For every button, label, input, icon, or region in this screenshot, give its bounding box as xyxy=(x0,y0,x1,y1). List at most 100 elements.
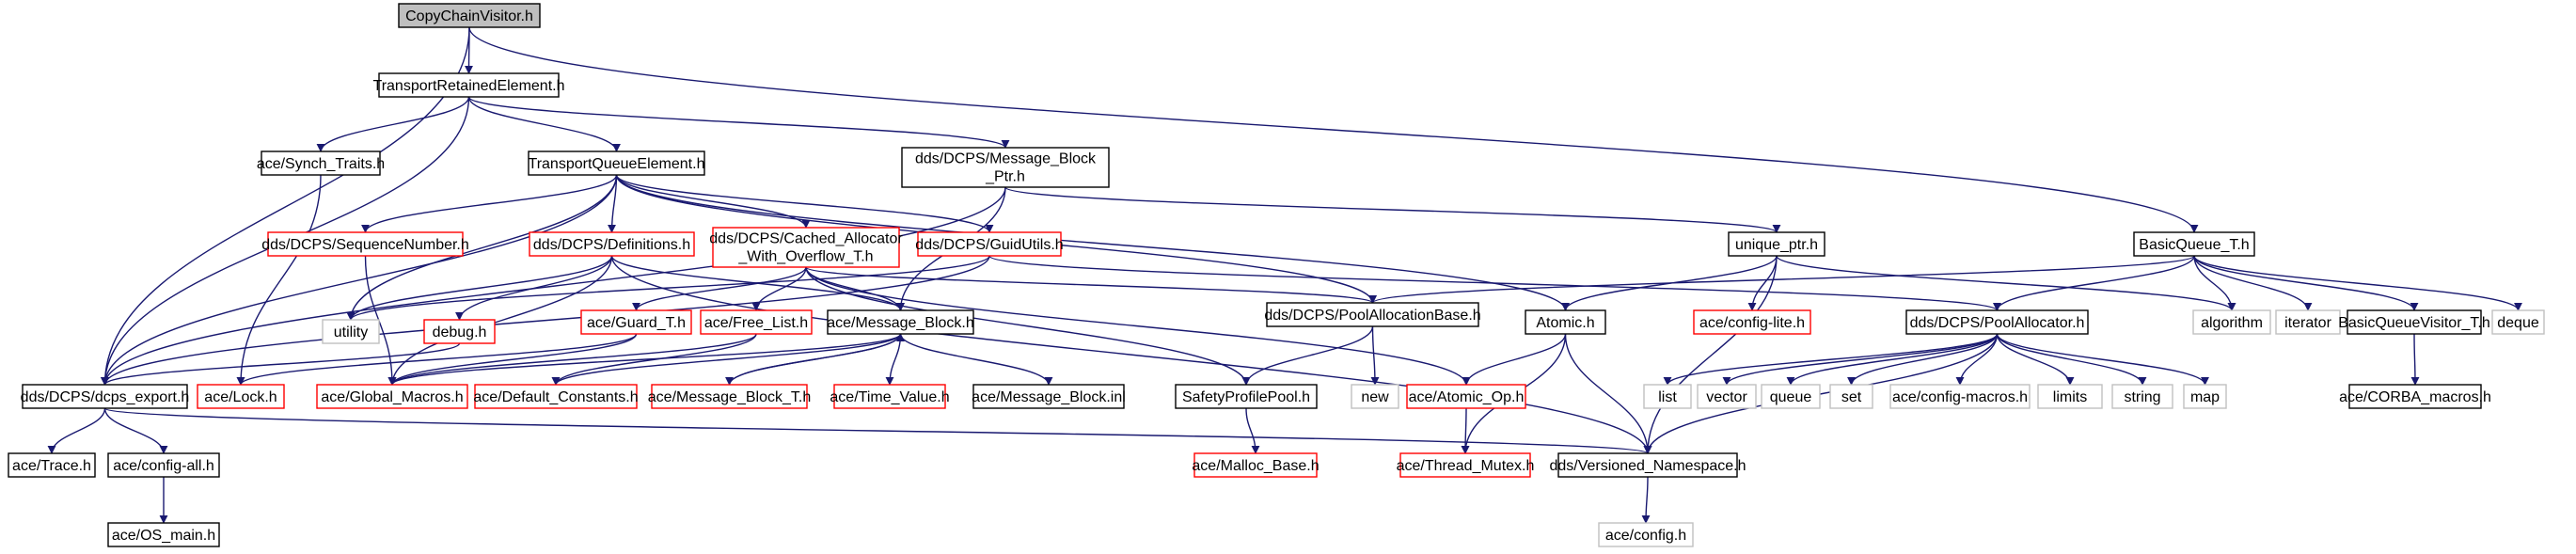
edge-n8-to-n13 xyxy=(632,266,807,311)
node-n17[interactable]: Atomic.h xyxy=(1525,309,1606,335)
node-label: BasicQueue_T.h xyxy=(2139,237,2249,253)
node-label: ace/config-macros.h xyxy=(1892,389,2028,405)
node-label: dds/DCPS/Cached_Allocator xyxy=(709,230,903,246)
node-n4[interactable]: dds/DCPS/Message_Block_Ptr.h xyxy=(901,147,1110,188)
node-n15[interactable]: ace/Message_Block.h xyxy=(827,309,974,335)
edge-n19-to-n40 xyxy=(1996,333,2147,386)
node-box xyxy=(378,72,560,98)
node-n7[interactable]: dds/DCPS/Definitions.h xyxy=(529,231,695,257)
edge-n8-to-n16 xyxy=(805,266,1377,304)
node-label: ace/Thread_Mutex.h xyxy=(1397,458,1535,474)
edge-n8-to-n33 xyxy=(805,266,1471,386)
edge-n17-to-n47 xyxy=(1564,333,1652,454)
node-label: dds/Versioned_Namespace.h xyxy=(1549,458,1746,474)
edge-n5-to-n16 xyxy=(1368,255,2195,304)
node-box xyxy=(972,384,1125,409)
edge-n19-to-n37 xyxy=(1847,333,1999,386)
node-n31[interactable]: SafetyProfilePool.h xyxy=(1175,384,1318,409)
node-box xyxy=(1351,384,1399,409)
node-box xyxy=(1557,452,1738,478)
node-box xyxy=(1399,452,1531,478)
node-box xyxy=(901,147,1110,188)
edge-n15-to-n27 xyxy=(551,333,902,386)
node-n9[interactable]: dds/DCPS/GuidUtils.h xyxy=(915,231,1064,257)
node-n5[interactable]: BasicQueue_T.h xyxy=(2133,231,2255,257)
edge-n15-to-n30 xyxy=(899,333,1053,386)
node-n46[interactable]: ace/Thread_Mutex.h xyxy=(1397,452,1535,478)
node-n12[interactable]: debug.h xyxy=(423,319,496,344)
node-box xyxy=(2111,384,2173,409)
node-n3[interactable]: TransportQueueElement.h xyxy=(528,150,705,176)
node-n49: ace/config.h xyxy=(1598,522,1694,547)
node-n16[interactable]: dds/DCPS/PoolAllocationBase.h xyxy=(1264,302,1481,327)
node-label: string xyxy=(2124,389,2160,405)
node-box xyxy=(1598,522,1694,547)
node-label: list xyxy=(1658,389,1677,405)
node-box xyxy=(22,384,188,409)
node-box xyxy=(528,150,705,176)
node-box xyxy=(261,150,381,176)
node-label: utility xyxy=(334,324,368,340)
edge-n10-to-n18 xyxy=(1747,255,1778,311)
node-box xyxy=(1643,384,1692,409)
node-label: new xyxy=(1361,389,1389,405)
edge-n8-to-n14 xyxy=(751,266,807,311)
node-n33[interactable]: ace/Atomic_Op.h xyxy=(1406,384,1526,409)
node-label: dds/DCPS/Definitions.h xyxy=(533,237,690,253)
node-n42[interactable]: ace/CORBA_macros.h xyxy=(2339,384,2491,409)
edge-n7-to-n26 xyxy=(387,255,613,386)
node-n2[interactable]: ace/Synch_Traits.h xyxy=(257,150,385,176)
node-n27[interactable]: ace/Default_Constants.h xyxy=(473,384,639,409)
node-n19[interactable]: dds/DCPS/PoolAllocator.h xyxy=(1905,309,2089,335)
node-label: CopyChainVisitor.h xyxy=(405,8,533,24)
node-n22[interactable]: BasicQueueVisitor_T.h xyxy=(2338,309,2490,335)
node-label: TransportRetainedElement.h xyxy=(373,78,565,94)
node-n8[interactable]: dds/DCPS/Cached_Allocator_With_Overflow_… xyxy=(709,227,903,268)
node-box xyxy=(827,309,974,335)
node-n29[interactable]: ace/Time_Value.h xyxy=(830,384,950,409)
node-box xyxy=(833,384,946,409)
node-n24[interactable]: dds/DCPS/dcps_export.h xyxy=(21,384,190,409)
node-label: ace/OS_main.h xyxy=(112,528,215,544)
edge-n8-to-n31 xyxy=(805,266,1251,386)
node-n18[interactable]: ace/config-lite.h xyxy=(1693,309,1811,335)
node-n14[interactable]: ace/Free_List.h xyxy=(700,309,813,335)
node-label: ace/Message_Block_T.h xyxy=(648,389,811,405)
node-n25[interactable]: ace/Lock.h xyxy=(197,384,285,409)
node-n6[interactable]: dds/DCPS/SequenceNumber.h xyxy=(261,231,469,257)
node-label: dds/DCPS/Message_Block xyxy=(915,150,1097,166)
node-n47[interactable]: dds/Versioned_Namespace.h xyxy=(1549,452,1746,478)
node-n43[interactable]: ace/Trace.h xyxy=(8,452,96,478)
edge-n5-to-n22 xyxy=(2193,255,2419,311)
edge-n3-to-n9 xyxy=(615,174,994,233)
node-n26[interactable]: ace/Global_Macros.h xyxy=(316,384,468,409)
edge-n19-to-n41 xyxy=(1996,333,2209,386)
node-label: dds/DCPS/PoolAllocator.h xyxy=(1910,315,2085,331)
edge-n19-to-n34 xyxy=(1663,333,1999,386)
node-n48[interactable]: ace/OS_main.h xyxy=(107,522,220,547)
node-box xyxy=(2037,384,2103,409)
edge-n7-to-n12 xyxy=(455,255,613,321)
node-label: ace/Message_Block.h xyxy=(827,315,974,331)
node-n28[interactable]: ace/Message_Block_T.h xyxy=(648,384,811,409)
node-n10[interactable]: unique_ptr.h xyxy=(1728,231,1825,257)
node-label: dds/DCPS/GuidUtils.h xyxy=(915,237,1063,253)
node-label: SafetyProfilePool.h xyxy=(1182,389,1310,405)
node-n13[interactable]: ace/Guard_T.h xyxy=(580,309,692,335)
edge-n9-to-n19 xyxy=(988,255,2001,311)
node-box xyxy=(529,231,695,257)
node-n41: map xyxy=(2183,384,2227,409)
edge-n17-to-n33 xyxy=(1462,333,1567,386)
node-box xyxy=(2133,231,2255,257)
node-n30[interactable]: ace/Message_Block.inl xyxy=(972,384,1126,409)
node-n45[interactable]: ace/Malloc_Base.h xyxy=(1192,452,1320,478)
edge-n2-to-n25 xyxy=(236,174,322,386)
node-n44[interactable]: ace/config-all.h xyxy=(107,452,220,478)
edge-n10-to-n17 xyxy=(1561,255,1778,311)
node-box xyxy=(1829,384,1873,409)
edge-n9-to-n11 xyxy=(346,255,990,321)
node-box xyxy=(197,384,285,409)
node-n0: CopyChainVisitor.h xyxy=(398,3,541,28)
edge-n16-to-n32 xyxy=(1370,325,1380,386)
node-n1[interactable]: TransportRetainedElement.h xyxy=(373,72,565,98)
